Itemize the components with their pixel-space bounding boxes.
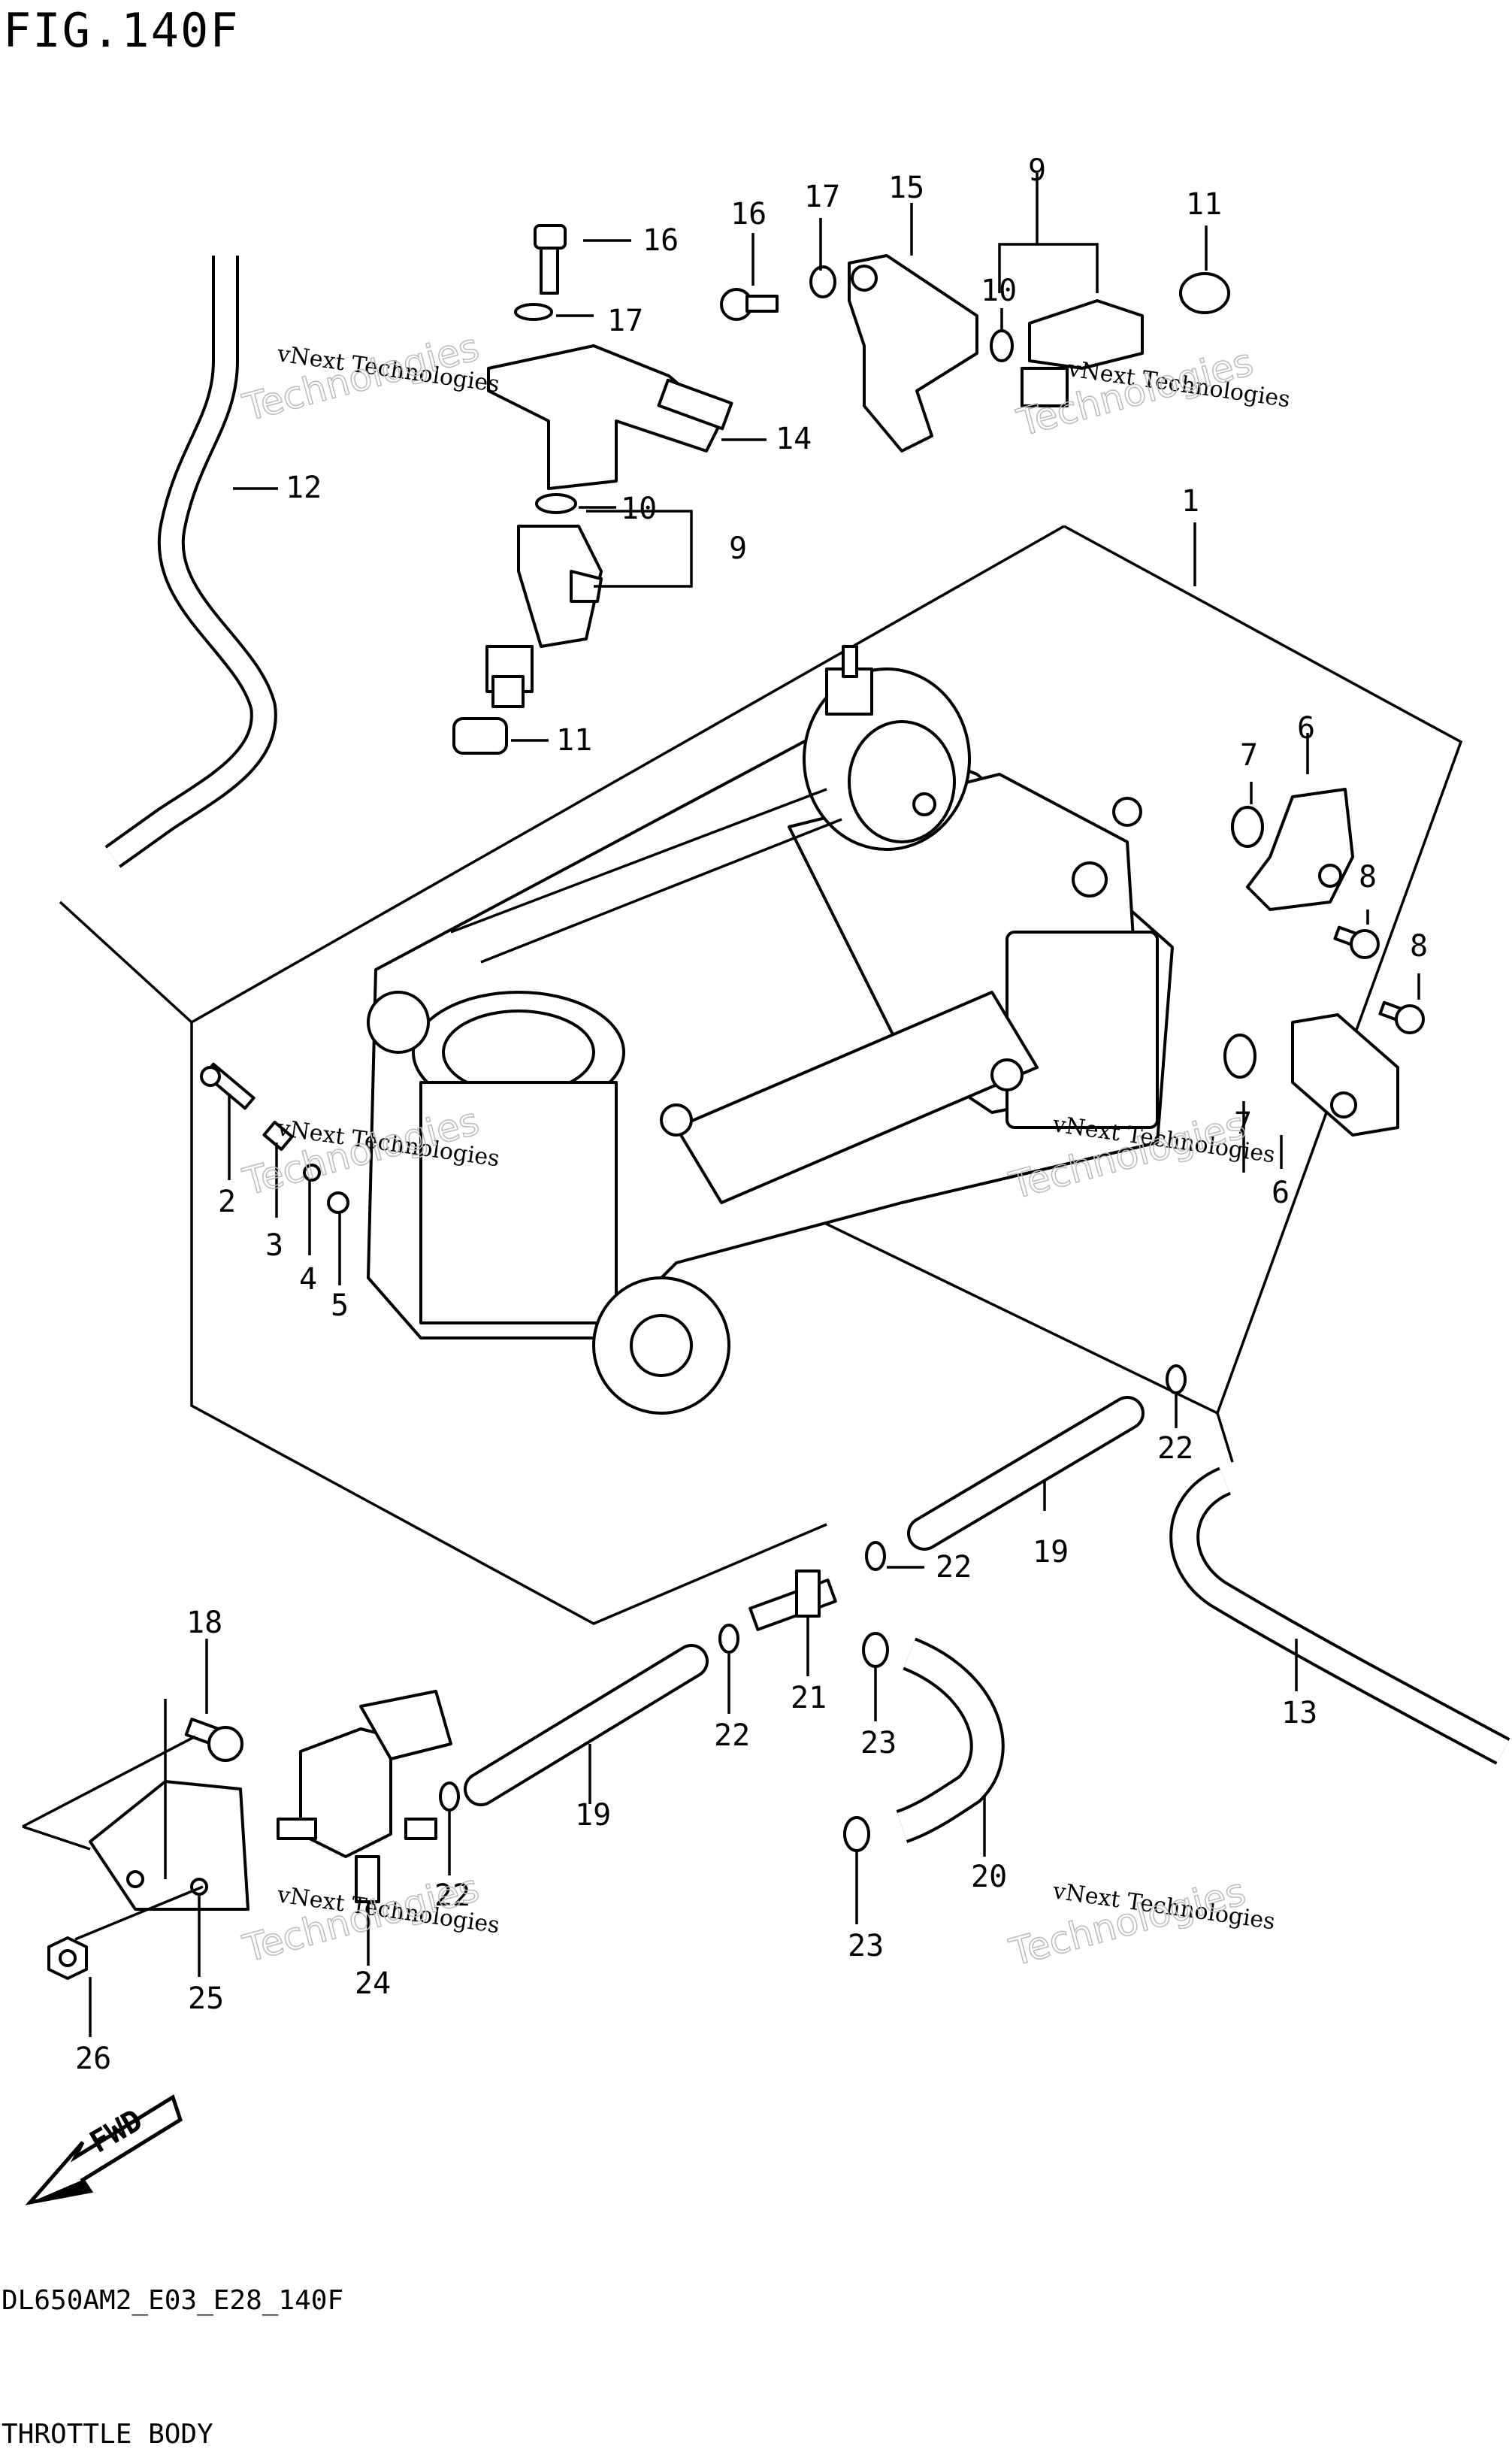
diagram-caption: THROTTLE BODY <box>2 2419 213 2450</box>
callout-8-upper: 8 <box>1359 860 1377 894</box>
callout-16-left: 16 <box>643 223 679 258</box>
spring[interactable] <box>262 1120 294 1152</box>
o-ring-injector-left[interactable] <box>535 493 577 514</box>
callout-13: 13 <box>1281 1696 1317 1730</box>
figure-title: FIG.140F <box>3 3 240 58</box>
seal-right[interactable] <box>1179 272 1230 314</box>
callout-10-right: 10 <box>981 274 1017 308</box>
callout-6-lower: 6 <box>1272 1176 1290 1210</box>
hose-left-core <box>106 256 274 866</box>
hose-20-core <box>897 1640 1002 1841</box>
callout-8-lower: 8 <box>1410 929 1428 964</box>
callout-18: 18 <box>186 1606 222 1640</box>
o-ring-small[interactable] <box>327 1191 349 1214</box>
callout-7-lower: 7 <box>1234 1106 1252 1141</box>
callout-4: 4 <box>299 1262 317 1297</box>
callout-15: 15 <box>888 171 924 205</box>
fuel-delivery-pipe-right[interactable] <box>848 254 978 453</box>
solenoid-valve[interactable] <box>277 1690 452 1903</box>
washer-right[interactable] <box>809 265 836 298</box>
washer[interactable] <box>303 1164 321 1182</box>
callout-17-right: 17 <box>804 180 840 214</box>
sensor-upper[interactable] <box>1246 788 1354 911</box>
hose-right-core <box>1172 1470 1509 1763</box>
leader-lines <box>89 173 1420 2037</box>
callout-22-d: 22 <box>434 1878 470 1913</box>
washer-left[interactable] <box>514 303 553 321</box>
clamp-23-b[interactable] <box>843 1816 870 1852</box>
screw-lower[interactable] <box>1378 1000 1425 1034</box>
callout-19-upper: 19 <box>1033 1535 1069 1570</box>
clamp-22-d[interactable] <box>439 1781 460 1812</box>
bracket[interactable] <box>89 1780 249 1911</box>
callout-22-a: 22 <box>1157 1431 1193 1466</box>
idle-screw[interactable] <box>200 1062 256 1110</box>
callout-22-b: 22 <box>936 1550 972 1585</box>
callout-21: 21 <box>791 1681 827 1715</box>
callout-9-left: 9 <box>729 531 747 566</box>
hose-19-lower-core <box>467 1647 706 1803</box>
injector-right[interactable] <box>1021 299 1144 407</box>
callout-6-upper: 6 <box>1297 711 1315 746</box>
callout-14: 14 <box>776 422 812 456</box>
fuel-delivery-pipe-left[interactable] <box>487 344 733 490</box>
hose-19-upper-core <box>910 1399 1142 1548</box>
diagram-code: DL650AM2_E03_E28_140F <box>2 2285 344 2316</box>
bolt-18[interactable] <box>184 1718 243 1762</box>
callout-11-right: 11 <box>1186 187 1222 222</box>
callout-labels: 1 2 3 4 5 6 6 7 7 8 8 9 9 10 10 11 11 12… <box>75 153 1428 2076</box>
callout-17-left: 17 <box>607 304 643 338</box>
sensor-lower[interactable] <box>1291 1013 1399 1137</box>
clamp-22-a[interactable] <box>1166 1364 1187 1394</box>
o-ring-injector-right[interactable] <box>990 329 1014 362</box>
callout-10-left: 10 <box>621 492 657 526</box>
callout-24: 24 <box>355 1966 391 2001</box>
callout-1: 1 <box>1181 484 1199 519</box>
bolt-right[interactable] <box>720 288 779 321</box>
bolt-left[interactable] <box>534 224 567 295</box>
seal-left[interactable] <box>452 717 508 755</box>
callout-22-c: 22 <box>714 1718 750 1753</box>
callout-7-upper: 7 <box>1240 738 1258 773</box>
o-ring-lower[interactable] <box>1223 1034 1256 1079</box>
callout-2: 2 <box>218 1185 236 1219</box>
screw-upper[interactable] <box>1333 925 1380 959</box>
callout-25: 25 <box>188 1981 224 2016</box>
callout-20: 20 <box>971 1860 1007 1894</box>
callout-9-right: 9 <box>1028 153 1046 188</box>
callout-16-right: 16 <box>730 197 767 232</box>
callout-12: 12 <box>286 471 322 505</box>
callout-23-a: 23 <box>860 1726 897 1760</box>
clamp-23-a[interactable] <box>862 1632 889 1668</box>
callout-23-b: 23 <box>848 1929 884 1963</box>
callout-3: 3 <box>265 1228 283 1263</box>
o-ring-upper[interactable] <box>1231 806 1264 848</box>
t-joint[interactable] <box>748 1570 837 1631</box>
callout-11-left: 11 <box>556 723 592 758</box>
throttle-body[interactable] <box>367 645 1174 1415</box>
fwd-arrow: FWD <box>25 2094 183 2205</box>
callout-19-lower: 19 <box>575 1798 611 1833</box>
clamp-22-c[interactable] <box>718 1624 739 1654</box>
callout-5: 5 <box>331 1288 349 1323</box>
nut-26[interactable] <box>47 1936 88 1980</box>
clamp-22-b[interactable] <box>865 1541 886 1571</box>
callout-26: 26 <box>75 2042 111 2076</box>
injector-left[interactable] <box>485 525 603 708</box>
